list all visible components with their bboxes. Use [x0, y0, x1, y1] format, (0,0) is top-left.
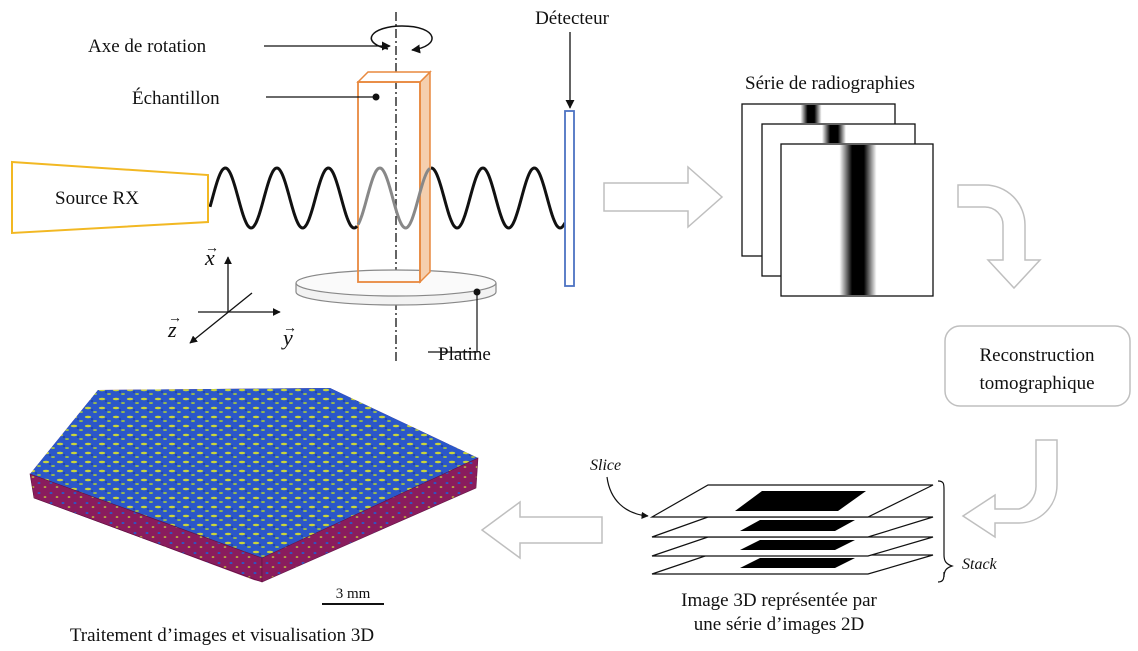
flow-arrow-to-reconstruction-icon	[957, 184, 1042, 290]
reconstruction-label-line1: Reconstruction	[979, 345, 1095, 366]
sample-label: Échantillon	[132, 87, 220, 109]
flow-arrow-to-stack-icon	[961, 439, 1058, 539]
stage-label: Platine	[438, 344, 491, 365]
xray-source	[11, 160, 209, 235]
processing-label: Traitement d’images et visualisation 3D	[70, 625, 374, 646]
coordinate-axes: x → y → z →	[167, 241, 297, 350]
flow-arrow-to-visualization-icon	[480, 500, 603, 560]
axis-z-label: z	[167, 317, 177, 342]
detector-plate	[564, 110, 575, 287]
sample-pointer-dot	[372, 93, 380, 101]
volume-rendering	[29, 388, 479, 583]
image3d-label-line2: une série d’images 2D	[694, 614, 864, 635]
axis-y-label: y	[281, 325, 293, 350]
source-label: Source RX	[55, 188, 139, 209]
sample-block	[356, 70, 432, 284]
radiographs-label: Série de radiographies	[745, 73, 915, 94]
rotation-arrow-icon	[370, 25, 433, 54]
stage-platform	[295, 269, 497, 306]
reconstruction-box	[944, 325, 1131, 407]
radiograph-stack	[741, 103, 934, 297]
detector-label: Détecteur	[535, 8, 610, 29]
slice-label: Slice	[590, 457, 621, 474]
xray-wave	[208, 166, 567, 230]
flow-arrow-to-radiographs-icon	[603, 165, 724, 229]
svg-text:→: →	[168, 311, 182, 326]
stack-label: Stack	[962, 556, 998, 573]
axis-x-label: x	[204, 245, 215, 270]
svg-text:→: →	[205, 241, 219, 256]
slice-pointer	[606, 476, 649, 520]
stack-bracket	[937, 480, 954, 583]
rotation-axis-label: Axe de rotation	[88, 36, 207, 57]
slice-stack	[649, 484, 934, 575]
reconstruction-label-line2: tomographique	[979, 373, 1094, 394]
image3d-label-line1: Image 3D représentée par	[681, 590, 877, 611]
svg-text:→: →	[283, 321, 297, 336]
xray-wave-inside-sample	[356, 166, 431, 230]
scale-bar-label: 3 mm	[336, 586, 371, 602]
stage-pointer	[428, 292, 478, 353]
